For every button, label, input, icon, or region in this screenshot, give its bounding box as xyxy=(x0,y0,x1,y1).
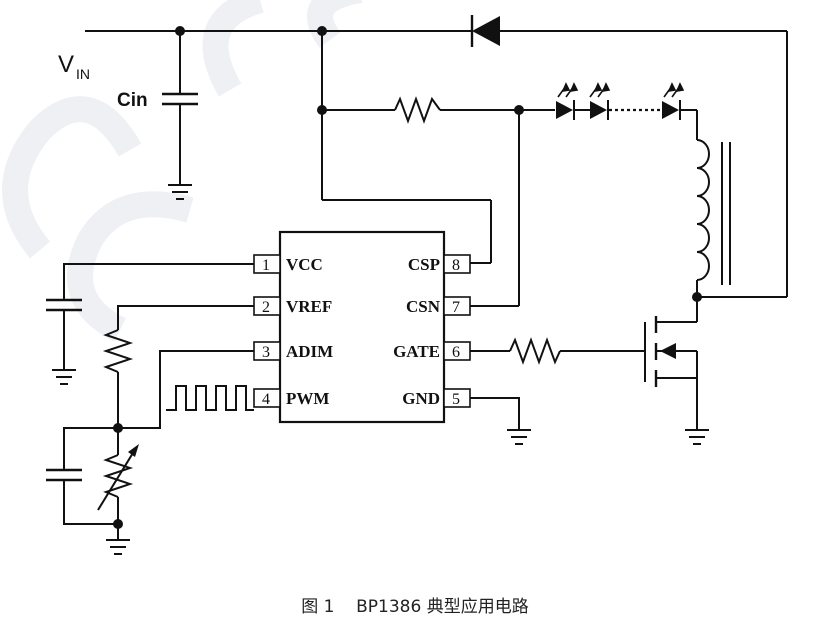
gate-resistor xyxy=(509,337,561,365)
freewheel-diode xyxy=(470,15,500,47)
vref-resistor xyxy=(102,329,134,373)
junction-dot xyxy=(317,105,327,115)
vcc-capacitor xyxy=(46,263,254,370)
junction-dot xyxy=(317,26,327,36)
top-wiring xyxy=(85,30,788,307)
pin-number: 8 xyxy=(452,257,460,274)
pin-box-right xyxy=(443,254,471,408)
ground-symbol xyxy=(52,369,76,385)
pin-label-vref: VREF xyxy=(286,297,332,316)
mosfet xyxy=(644,316,698,430)
ground-symbol xyxy=(106,539,130,555)
junction-dot xyxy=(113,519,123,529)
pin-number: 1 xyxy=(262,257,270,274)
figure-title: BP1386 典型应用电路 xyxy=(356,597,529,617)
figure-caption: 图 1 BP1386 典型应用电路 xyxy=(0,592,830,617)
pin-label-gnd: GND xyxy=(402,389,440,408)
ic-body xyxy=(278,230,446,424)
vref-wire xyxy=(117,305,254,330)
inductor xyxy=(696,139,731,322)
pwm-waveform xyxy=(166,385,254,411)
pin-label-csp: CSP xyxy=(408,255,440,274)
led-string xyxy=(556,82,698,140)
vin-label: V xyxy=(58,51,74,78)
variable-resistor xyxy=(97,428,139,540)
junction-dot xyxy=(514,105,524,115)
pin-label-gate: GATE xyxy=(393,342,440,361)
sense-resistor xyxy=(394,96,441,124)
pin-number: 5 xyxy=(452,391,460,408)
pin-number: 6 xyxy=(452,344,460,361)
pin-number: 3 xyxy=(262,344,270,361)
adim-capacitor xyxy=(46,427,118,525)
ground-symbol xyxy=(470,397,531,445)
pin-label-pwm: PWM xyxy=(286,389,329,408)
junction-dot xyxy=(692,292,702,302)
pin-number: 7 xyxy=(452,299,460,316)
cin-label: Cin xyxy=(117,90,148,111)
ground-symbol xyxy=(685,429,709,445)
figure-number: 图 1 xyxy=(301,597,335,617)
watermark xyxy=(2,0,363,342)
pin-number: 2 xyxy=(262,299,270,316)
pin-label-csn: CSN xyxy=(406,297,441,316)
adim-wire xyxy=(118,350,254,429)
cin-capacitor xyxy=(162,31,198,185)
pin-number: 4 xyxy=(262,391,270,408)
pin-label-adim: ADIM xyxy=(286,342,333,361)
pin-label-vcc: VCC xyxy=(286,255,323,274)
pin-box-left xyxy=(253,254,281,408)
vin-subscript: IN xyxy=(76,66,90,82)
ground-symbol xyxy=(168,184,192,200)
